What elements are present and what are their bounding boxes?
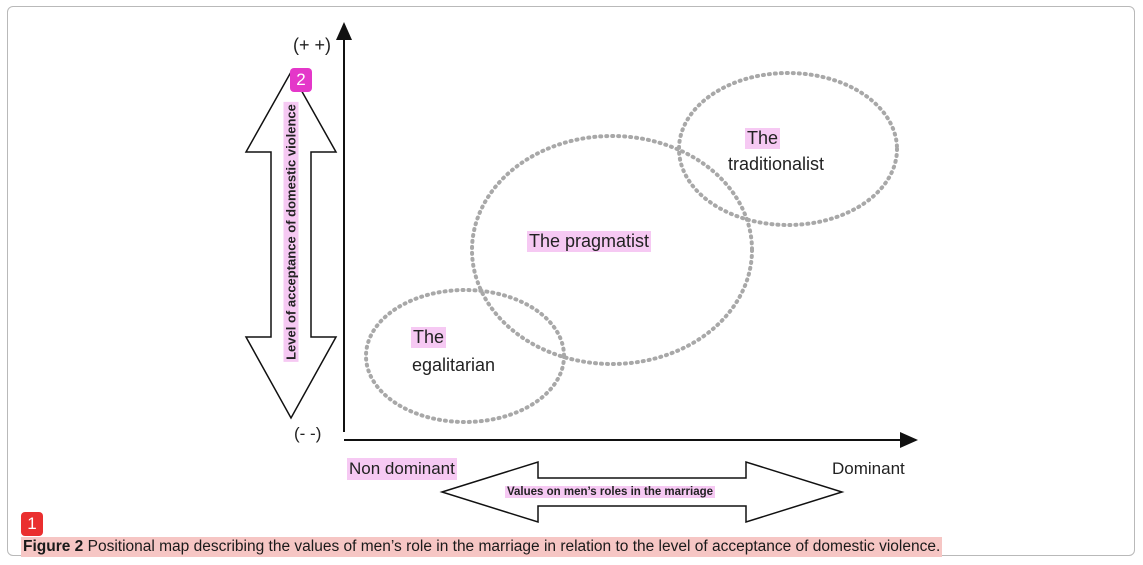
x-axis-right-label: Dominant (832, 459, 905, 478)
traditionalist-line2: traditionalist (728, 154, 825, 174)
y-axis-bottom-label: (- -) (294, 424, 322, 443)
figure-caption: Figure 2 Positional map describing the v… (21, 537, 943, 557)
y-axis-top-label: (+ +) (293, 35, 332, 55)
ellipse-pragmatist (470, 134, 754, 366)
annotation-badge-1: 1 (21, 512, 43, 536)
egalitarian-line2: egalitarian (412, 355, 496, 375)
y-axis-title: Level of acceptance of domestic violence (283, 102, 299, 362)
traditionalist-line1: The (745, 128, 781, 149)
egalitarian-line1: The (411, 327, 447, 348)
x-axis-title: Values on men’s roles in the marriage (505, 486, 716, 498)
figure-caption-text: Positional map describing the values of … (87, 538, 941, 555)
ellipse-traditionalist (677, 71, 899, 227)
figure-number: Figure 2 (23, 538, 84, 555)
pragmatist-label: The pragmatist (527, 231, 652, 252)
annotation-badge-2: 2 (290, 68, 312, 92)
x-axis-left-label: Non dominant (347, 458, 457, 480)
ellipse-egalitarian (364, 288, 566, 424)
